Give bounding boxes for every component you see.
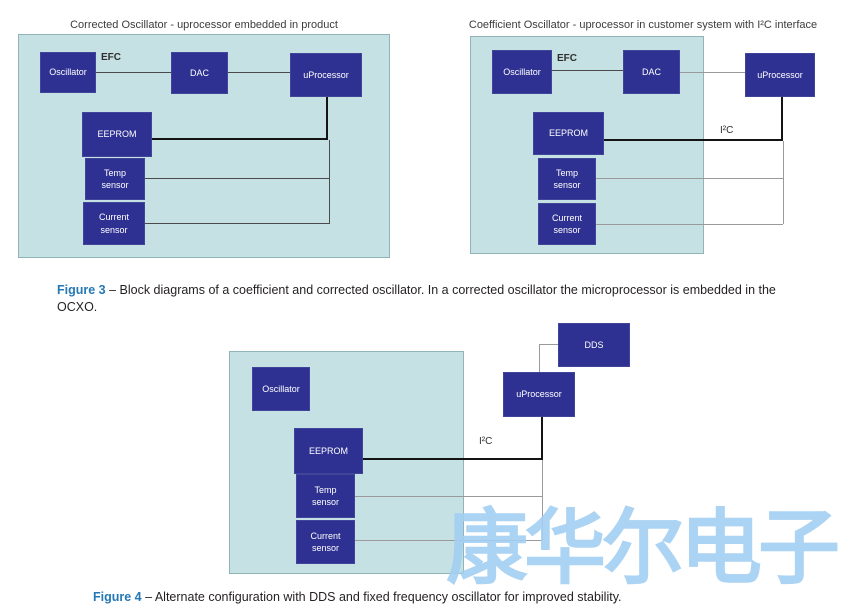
d1-block-temp-sensor: Temp sensor bbox=[85, 158, 145, 200]
d2-block-oscillator: Oscillator bbox=[492, 50, 552, 94]
d1-line-uprocessor-down bbox=[326, 97, 328, 139]
figure4-caption: Figure 4 – Alternate configuration with … bbox=[93, 589, 622, 606]
d3-block-eeprom: EEPROM bbox=[294, 428, 363, 474]
d3-block-dds: DDS bbox=[558, 323, 630, 367]
watermark-text: 康华尔电子 bbox=[446, 501, 840, 596]
d1-line-dac-uprocessor bbox=[228, 72, 290, 73]
figure4-label: Figure 4 bbox=[93, 590, 142, 604]
d1-efc-label: EFC bbox=[101, 52, 121, 63]
d3-line-bus-vertical bbox=[542, 460, 543, 541]
figure4-text: – Alternate configuration with DDS and f… bbox=[141, 590, 622, 604]
d1-line-oscillator-dac bbox=[96, 72, 171, 73]
d2-line-oscillator-dac bbox=[552, 70, 623, 71]
d1-block-current-sensor: Current sensor bbox=[83, 202, 145, 245]
d3-block-uprocessor: uProcessor bbox=[503, 372, 575, 417]
diagram1-title: Corrected Oscillator - uprocessor embedd… bbox=[70, 19, 338, 31]
d3-line-current-bus bbox=[355, 540, 542, 541]
d2-block-uprocessor: uProcessor bbox=[745, 53, 815, 97]
figure3-label: Figure 3 bbox=[57, 283, 106, 297]
d1-line-eeprom-bus bbox=[152, 138, 328, 140]
d1-block-uprocessor: uProcessor bbox=[290, 53, 362, 97]
d2-line-eeprom-bus bbox=[604, 139, 783, 141]
figure3-caption: Figure 3 – Block diagrams of a coefficie… bbox=[57, 282, 797, 316]
d2-efc-label: EFC bbox=[557, 53, 577, 64]
d1-line-current-bus bbox=[145, 223, 329, 224]
d1-block-dac: DAC bbox=[171, 52, 228, 94]
d3-line-uprocessor-down bbox=[541, 417, 543, 459]
d2-line-temp-bus bbox=[596, 178, 783, 179]
d3-block-temp-sensor: Temp sensor bbox=[296, 474, 355, 518]
d3-line-eeprom-bus bbox=[363, 458, 543, 460]
d2-block-temp-sensor: Temp sensor bbox=[538, 158, 596, 200]
d2-block-current-sensor: Current sensor bbox=[538, 203, 596, 245]
d3-line-temp-bus bbox=[355, 496, 542, 497]
d3-i2c-label: I²C bbox=[479, 436, 493, 447]
d3-line-dds-uprocessor bbox=[539, 344, 540, 372]
d1-line-bus-vertical bbox=[329, 140, 330, 224]
d1-line-temp-bus bbox=[145, 178, 329, 179]
d3-block-current-sensor: Current sensor bbox=[296, 520, 355, 564]
d3-block-oscillator: Oscillator bbox=[252, 367, 310, 411]
d2-i2c-label: I²C bbox=[720, 125, 734, 136]
diagram2-title: Coefficient Oscillator - uprocessor in c… bbox=[468, 19, 818, 31]
d2-block-dac: DAC bbox=[623, 50, 680, 94]
d2-block-eeprom: EEPROM bbox=[533, 112, 604, 155]
d1-block-eeprom: EEPROM bbox=[82, 112, 152, 157]
d1-block-oscillator: Oscillator bbox=[40, 52, 96, 93]
d2-line-dac-uprocessor bbox=[680, 72, 745, 73]
d2-line-bus-vertical bbox=[783, 141, 784, 224]
d2-line-current-bus bbox=[596, 224, 783, 225]
d2-line-uprocessor-down bbox=[781, 97, 783, 139]
figure3-text: – Block diagrams of a coefficient and co… bbox=[57, 283, 776, 314]
d3-line-dds-horizontal bbox=[539, 344, 558, 345]
